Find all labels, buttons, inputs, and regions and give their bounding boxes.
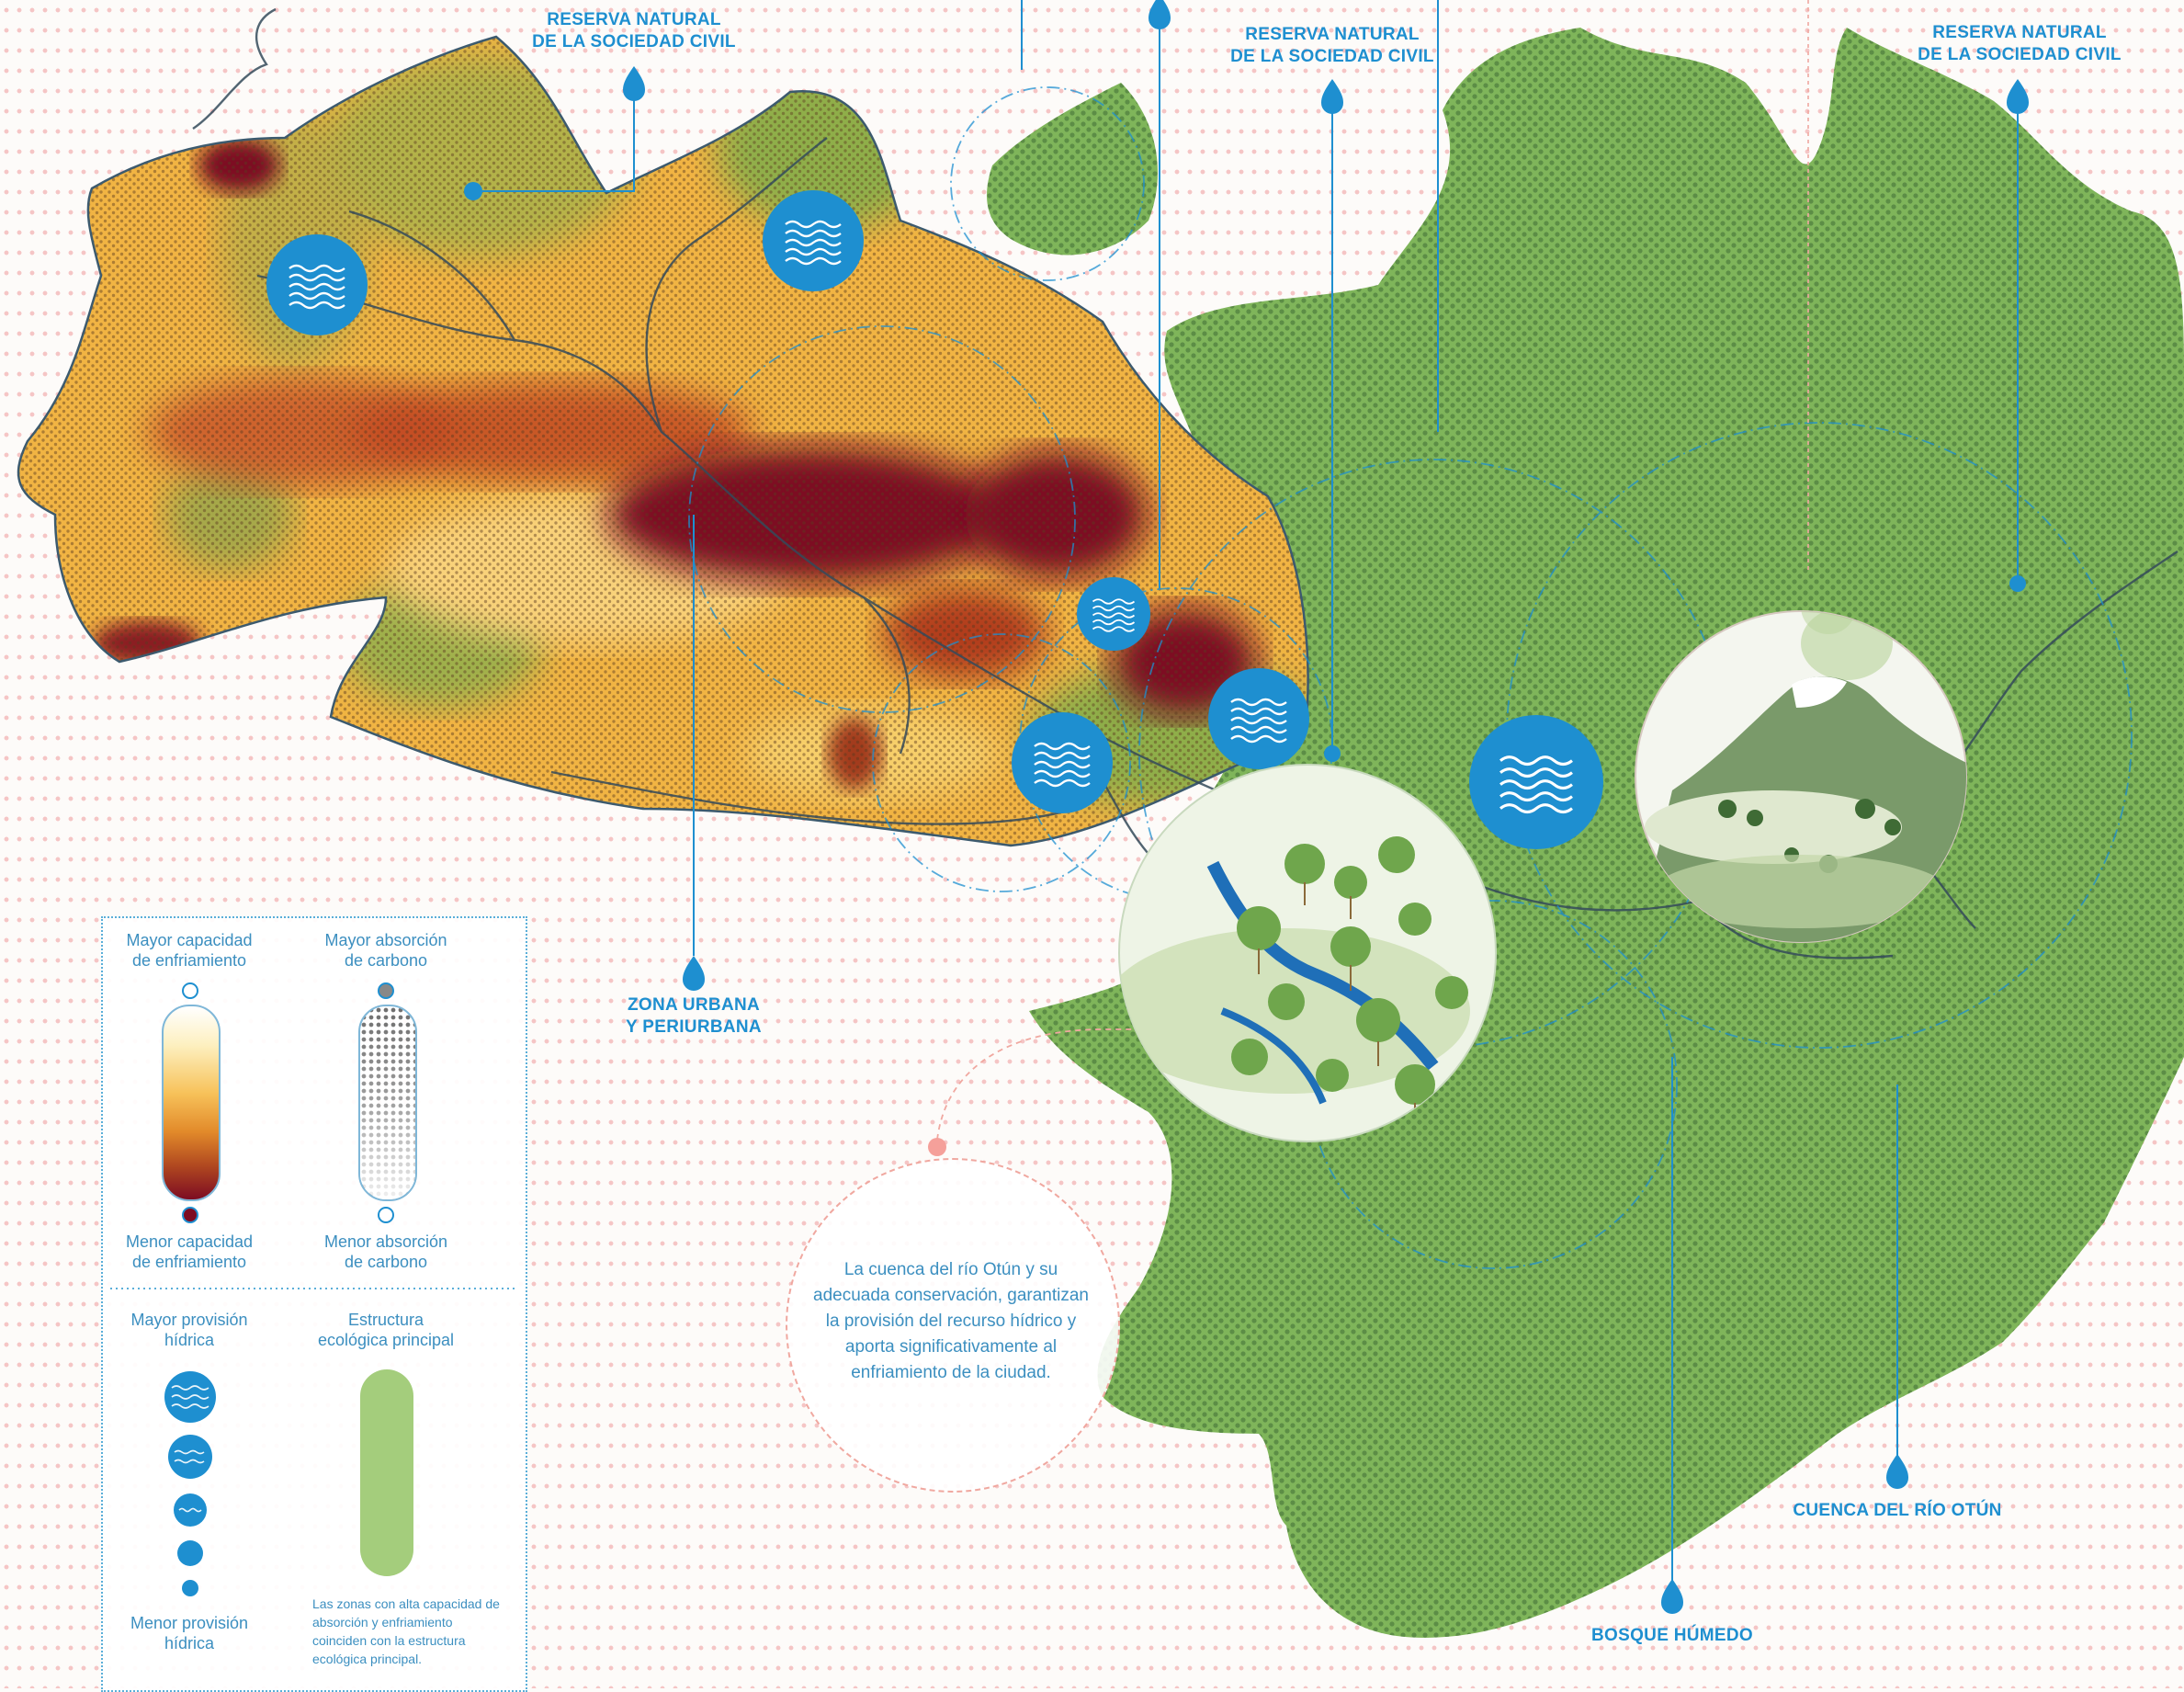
pin-drop-icons xyxy=(623,0,2029,1614)
water-wave-icon xyxy=(266,234,368,335)
legend-water-high: Mayor provisión hídrica xyxy=(130,1311,248,1349)
legend-structure-swatch xyxy=(360,1369,413,1576)
water-wave-icon xyxy=(1469,715,1603,849)
legend-water-scale xyxy=(164,1371,216,1596)
water-wave-icon xyxy=(1012,712,1113,813)
pin-drop-icon xyxy=(1886,1454,1908,1489)
story-callout-text: La cuenca del río Otún y su adecuada con… xyxy=(813,1260,1089,1382)
pin-drop-icon xyxy=(1149,0,1171,29)
pin-drop-icon xyxy=(2007,79,2029,114)
pin-drop-icon xyxy=(1661,1579,1683,1614)
legend-cooling-high: Mayor capacidad de enfriamiento xyxy=(126,931,253,970)
zona-urbana-label: ZONA URBANA Y PERIURBANA xyxy=(626,995,762,1037)
bosque-humedo-label: BOSQUE HÚMEDO xyxy=(1591,1626,1753,1645)
legend-markers xyxy=(110,982,515,1596)
pin-drop-icon xyxy=(683,956,705,991)
legend-carbon-high: Mayor absorción de carbono xyxy=(324,931,447,970)
legend-carbon-gradient xyxy=(358,1005,417,1201)
water-provision-markers xyxy=(266,190,1603,849)
cuenca-otun-label: CUENCA DEL RÍO OTÚN xyxy=(1793,1501,2002,1520)
story-callout-circle xyxy=(786,1158,1120,1493)
forest-basin-region xyxy=(987,28,2184,1638)
legend-structure-note: Las zonas con alta capacidad de absorció… xyxy=(312,1596,500,1666)
water-wave-icon xyxy=(1208,668,1309,769)
legend-cooling-gradient xyxy=(162,1005,221,1201)
legend-carbon-low: Menor absorción de carbono xyxy=(323,1232,448,1271)
water-wave-icon xyxy=(763,190,864,291)
reserva-natural-label-1: RESERVA NATURAL DE LA SOCIEDAD CIVIL xyxy=(532,10,736,51)
forest-river-illustration xyxy=(1118,764,1497,1142)
pin-drop-icon xyxy=(1321,79,1343,114)
pin-drop-icon xyxy=(623,66,645,101)
legend-structure-title: Estructura ecológica principal xyxy=(317,1311,455,1349)
label-leader-lines xyxy=(473,0,2019,1581)
reserva-natural-label-3: RESERVA NATURAL DE LA SOCIEDAD CIVIL xyxy=(1918,23,2122,64)
volcano-illustration xyxy=(1635,610,1967,943)
legend-cooling-low: Menor capacidad de enfriamiento xyxy=(125,1232,254,1271)
legend-water-low: Menor provisión hídrica xyxy=(130,1614,249,1652)
water-wave-icon xyxy=(1077,577,1150,651)
reserva-natural-label-2: RESERVA NATURAL DE LA SOCIEDAD CIVIL xyxy=(1230,25,1434,66)
